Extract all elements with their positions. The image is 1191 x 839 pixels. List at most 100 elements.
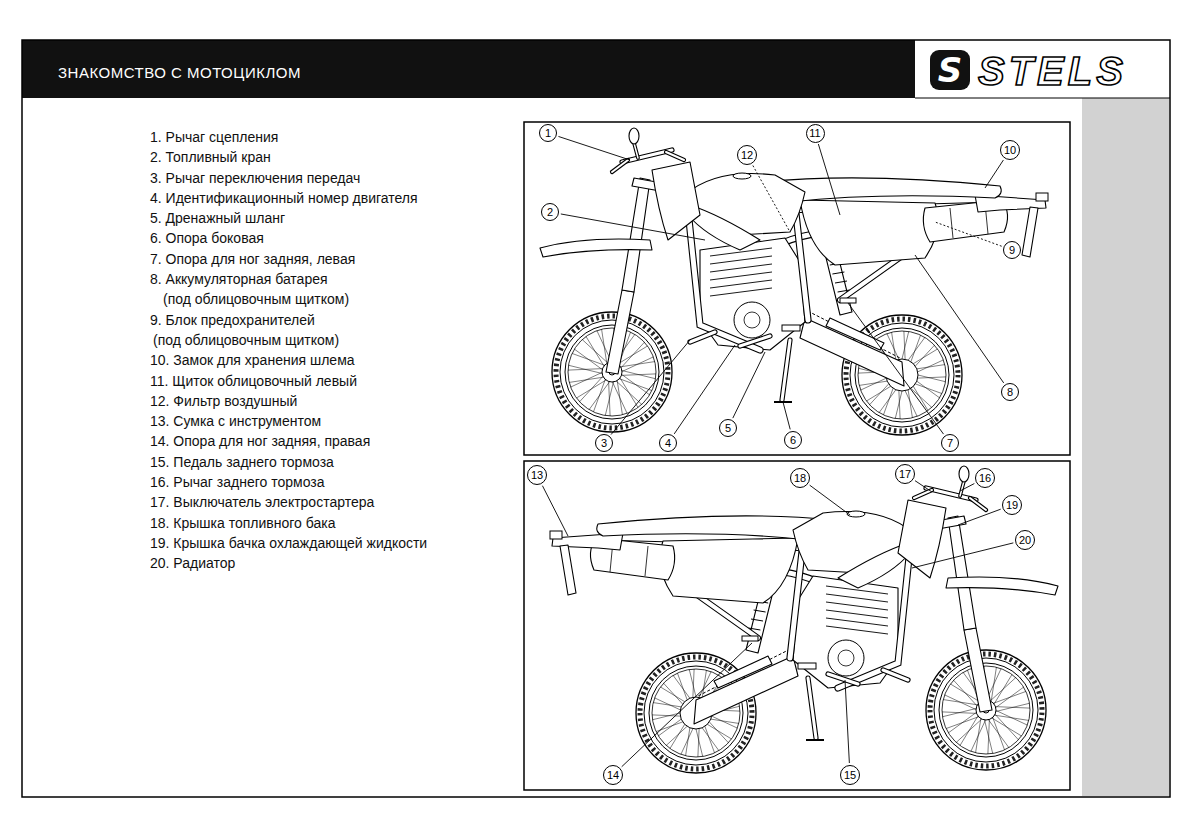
fork-tube — [948, 516, 976, 630]
side-band — [1082, 98, 1169, 796]
part-list-item: 7. Опора для ног задняя, левая — [150, 249, 427, 269]
page-title: ЗНАКОМСТВО С МОТОЦИКЛОМ — [58, 64, 301, 81]
leader-line — [935, 222, 1002, 246]
callout-label: 18 — [794, 473, 806, 484]
leader-line — [611, 340, 690, 435]
callout-label: 8 — [1007, 387, 1013, 398]
engine-cover — [744, 312, 760, 328]
lever — [914, 490, 932, 498]
brake-pedal — [828, 674, 858, 684]
leader-line — [733, 352, 765, 418]
lever — [970, 498, 986, 510]
callout-number: 16 — [975, 468, 995, 488]
tank-cap — [847, 511, 865, 517]
callout-number: 6 — [784, 431, 802, 449]
callout-label: 6 — [790, 435, 796, 446]
spoke — [621, 370, 656, 378]
parts-list: 1. Рычаг сцепления2. Топливный кран3. Ры… — [150, 127, 427, 574]
part-list-item: 9. Блок предохранителей (под облицовочны… — [150, 310, 343, 351]
callout-number: 1 — [539, 124, 557, 142]
spoke — [618, 378, 652, 390]
callout-label: 19 — [1006, 500, 1018, 511]
spoke — [994, 707, 1030, 709]
part-list-item: 5. Дренажный шланг — [150, 208, 427, 228]
callout-number: 10 — [1000, 140, 1020, 160]
side-stand — [782, 340, 790, 400]
figure-frame — [524, 122, 1070, 455]
cylinder-fin — [826, 602, 888, 610]
lever — [666, 152, 684, 160]
callout-number: 20 — [1015, 530, 1035, 550]
engine-cover — [734, 302, 770, 338]
leader-line — [622, 643, 752, 767]
logo-mark: S — [930, 50, 970, 90]
leader-line — [958, 509, 1001, 525]
cylinder-fin — [826, 626, 888, 634]
leader-line — [915, 481, 932, 492]
page-ground — [22, 40, 1170, 797]
mirror-stem — [634, 143, 638, 158]
spoke — [582, 340, 608, 364]
callout-label: 15 — [844, 770, 856, 781]
spoke — [572, 353, 606, 365]
callout-label: 12 — [741, 150, 753, 161]
spoke — [571, 372, 603, 387]
part-list-item: 14. Опора для ног задняя, правая — [150, 431, 427, 451]
tail-light — [1036, 193, 1048, 201]
part-list-item: 16. Рычаг заднего тормоза — [150, 472, 427, 492]
callout-number: 15 — [840, 765, 860, 785]
callout-number: 8 — [1001, 383, 1019, 401]
leader-line — [960, 484, 974, 491]
leader-line — [912, 543, 1013, 568]
callout-label: 11 — [809, 128, 820, 139]
part-list-item: 13. Сумка с инструментом — [150, 411, 427, 431]
part-list-item: 8. Аккумуляторная батарея (под облицовоч… — [150, 269, 353, 310]
callout-number: 2 — [541, 203, 559, 221]
spoke — [609, 380, 611, 416]
side-cover — [800, 200, 938, 265]
shock-spring — [832, 272, 844, 274]
part-list-item: 11. Щиток облицовочный левый — [150, 371, 427, 391]
spoke — [995, 710, 1027, 725]
cylinder-fin — [710, 280, 772, 288]
shock-spring — [835, 281, 847, 283]
spoke — [612, 381, 627, 413]
spoke — [943, 708, 978, 716]
callout-number: 14 — [603, 765, 623, 785]
mirror-stem — [634, 143, 638, 158]
plate-bracket — [560, 545, 576, 595]
part-list-item: 20. Радиатор — [150, 553, 427, 573]
spoke — [946, 716, 980, 728]
side-cover — [660, 538, 798, 603]
fork-tube — [622, 178, 650, 292]
callout-number: 7 — [941, 434, 959, 452]
callout-number: 12 — [737, 145, 757, 165]
callout-label: 20 — [1019, 535, 1031, 546]
logo-text: STELS — [978, 50, 1127, 92]
leader-line — [845, 680, 849, 763]
leader-line — [985, 160, 1003, 188]
spoke — [971, 719, 986, 751]
leader-line — [561, 214, 705, 240]
brake-pedal — [740, 336, 770, 346]
muffler-band — [950, 208, 953, 238]
leader-line — [542, 486, 568, 536]
leader-line — [753, 165, 790, 232]
motorcycle-right — [550, 466, 1058, 773]
spoke — [943, 700, 978, 705]
part-list-item: 1. Рычаг сцепления — [150, 127, 427, 147]
engine-cover — [828, 640, 864, 676]
footpeg — [782, 325, 800, 331]
footpeg — [742, 636, 758, 641]
cylinder-fin — [710, 272, 772, 280]
side-stand — [808, 678, 816, 738]
gear-lever — [883, 670, 908, 680]
footpeg — [798, 663, 816, 669]
mirror — [959, 466, 969, 482]
leader-line — [558, 136, 630, 160]
chain-guard — [826, 318, 884, 350]
cylinder-fin — [826, 610, 888, 618]
mirror-stem — [960, 481, 964, 496]
callout-label: 16 — [979, 473, 991, 484]
